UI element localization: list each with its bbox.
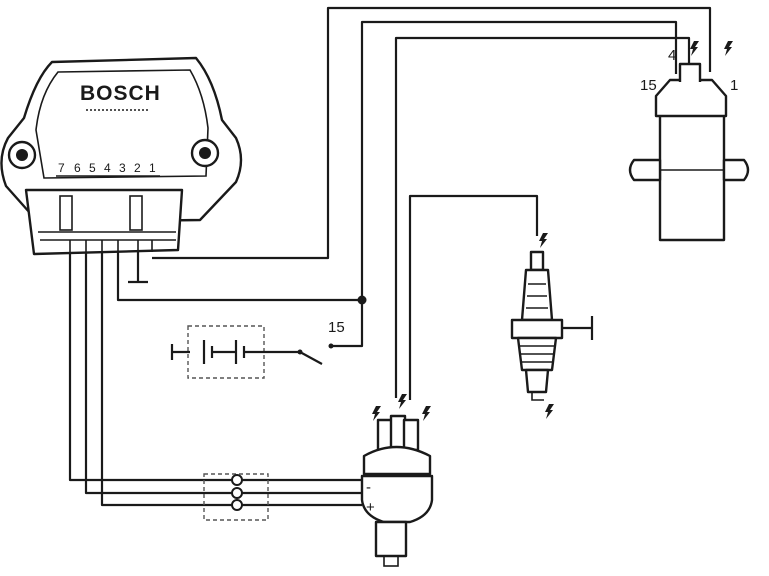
spark-plug-insulator xyxy=(520,268,554,322)
wire-trigger-1 xyxy=(68,250,362,482)
wire-ecu-supply xyxy=(116,250,362,302)
coil-bracket xyxy=(628,158,662,182)
wire-trigger-2 xyxy=(84,250,362,495)
ecu-brand-label: BOSCH xyxy=(80,82,161,105)
mounting-hole-left-inner xyxy=(16,149,28,161)
spark-icon-coil-right xyxy=(724,41,733,56)
coil-body xyxy=(658,110,726,242)
ecu-pin-6: 6 xyxy=(74,161,81,175)
spark-icon-plug-top xyxy=(539,233,548,248)
distributor-cap xyxy=(362,445,432,476)
wire-switch-feed xyxy=(331,300,364,348)
connector-pin-2 xyxy=(231,487,243,499)
spark-icon-dist-middle xyxy=(398,394,407,409)
switch-terminal-15-label: 15 xyxy=(328,319,345,336)
distributor: - + xyxy=(360,394,434,567)
wiring xyxy=(68,6,712,507)
connector-pin-1 xyxy=(231,474,243,486)
ecu-pin-4: 4 xyxy=(104,161,111,175)
wire-coil-terminal-4-ht xyxy=(394,36,691,398)
wire-coil-terminal-1 xyxy=(152,6,712,260)
switch-blade xyxy=(299,351,323,365)
wire-spark-plug-ht xyxy=(408,194,539,400)
ecu-pin-3: 3 xyxy=(119,161,126,175)
coil-cap xyxy=(654,78,728,118)
distributor-body xyxy=(360,474,434,524)
spark-plug-hex xyxy=(510,318,564,340)
connector-pin-3 xyxy=(231,499,243,511)
switch-contact xyxy=(328,343,334,349)
wire-coil-terminal-15 xyxy=(360,20,678,300)
wire-junction xyxy=(357,295,367,305)
distributor-minus-sign: - xyxy=(366,479,371,496)
distributor-shaft xyxy=(374,520,408,558)
spark-plug xyxy=(510,233,594,419)
ecu-pin-5: 5 xyxy=(89,161,96,175)
coil-terminal-15-label: 15 xyxy=(640,77,657,94)
ecu-pin-2: 2 xyxy=(134,161,141,175)
spark-icon-coil-tower xyxy=(690,41,699,56)
spark-icon-dist-right xyxy=(422,406,431,421)
ecu-pin-7: 7 xyxy=(58,161,65,175)
coil-terminal-4-label: 4 xyxy=(668,47,676,64)
wire-trigger-3 xyxy=(100,250,362,507)
ecu-connector xyxy=(24,188,184,256)
coil-tower xyxy=(678,62,702,82)
connector-box xyxy=(203,473,269,521)
ignition-switch: 15 xyxy=(170,319,345,379)
bosch-control-unit: BOSCH 7 6 5 4 3 2 1 xyxy=(0,56,243,256)
mounting-hole-right-inner xyxy=(199,147,211,159)
trigger-connector xyxy=(203,473,269,521)
spark-icon-plug-tip xyxy=(545,404,554,419)
ignition-coil: 15 4 1 xyxy=(628,41,750,242)
distributor-plus-sign: + xyxy=(366,499,375,516)
ecu-pin-1: 1 xyxy=(149,161,156,175)
spark-icon-dist-left xyxy=(372,406,381,421)
coil-terminal-1-label: 1 xyxy=(730,77,738,94)
